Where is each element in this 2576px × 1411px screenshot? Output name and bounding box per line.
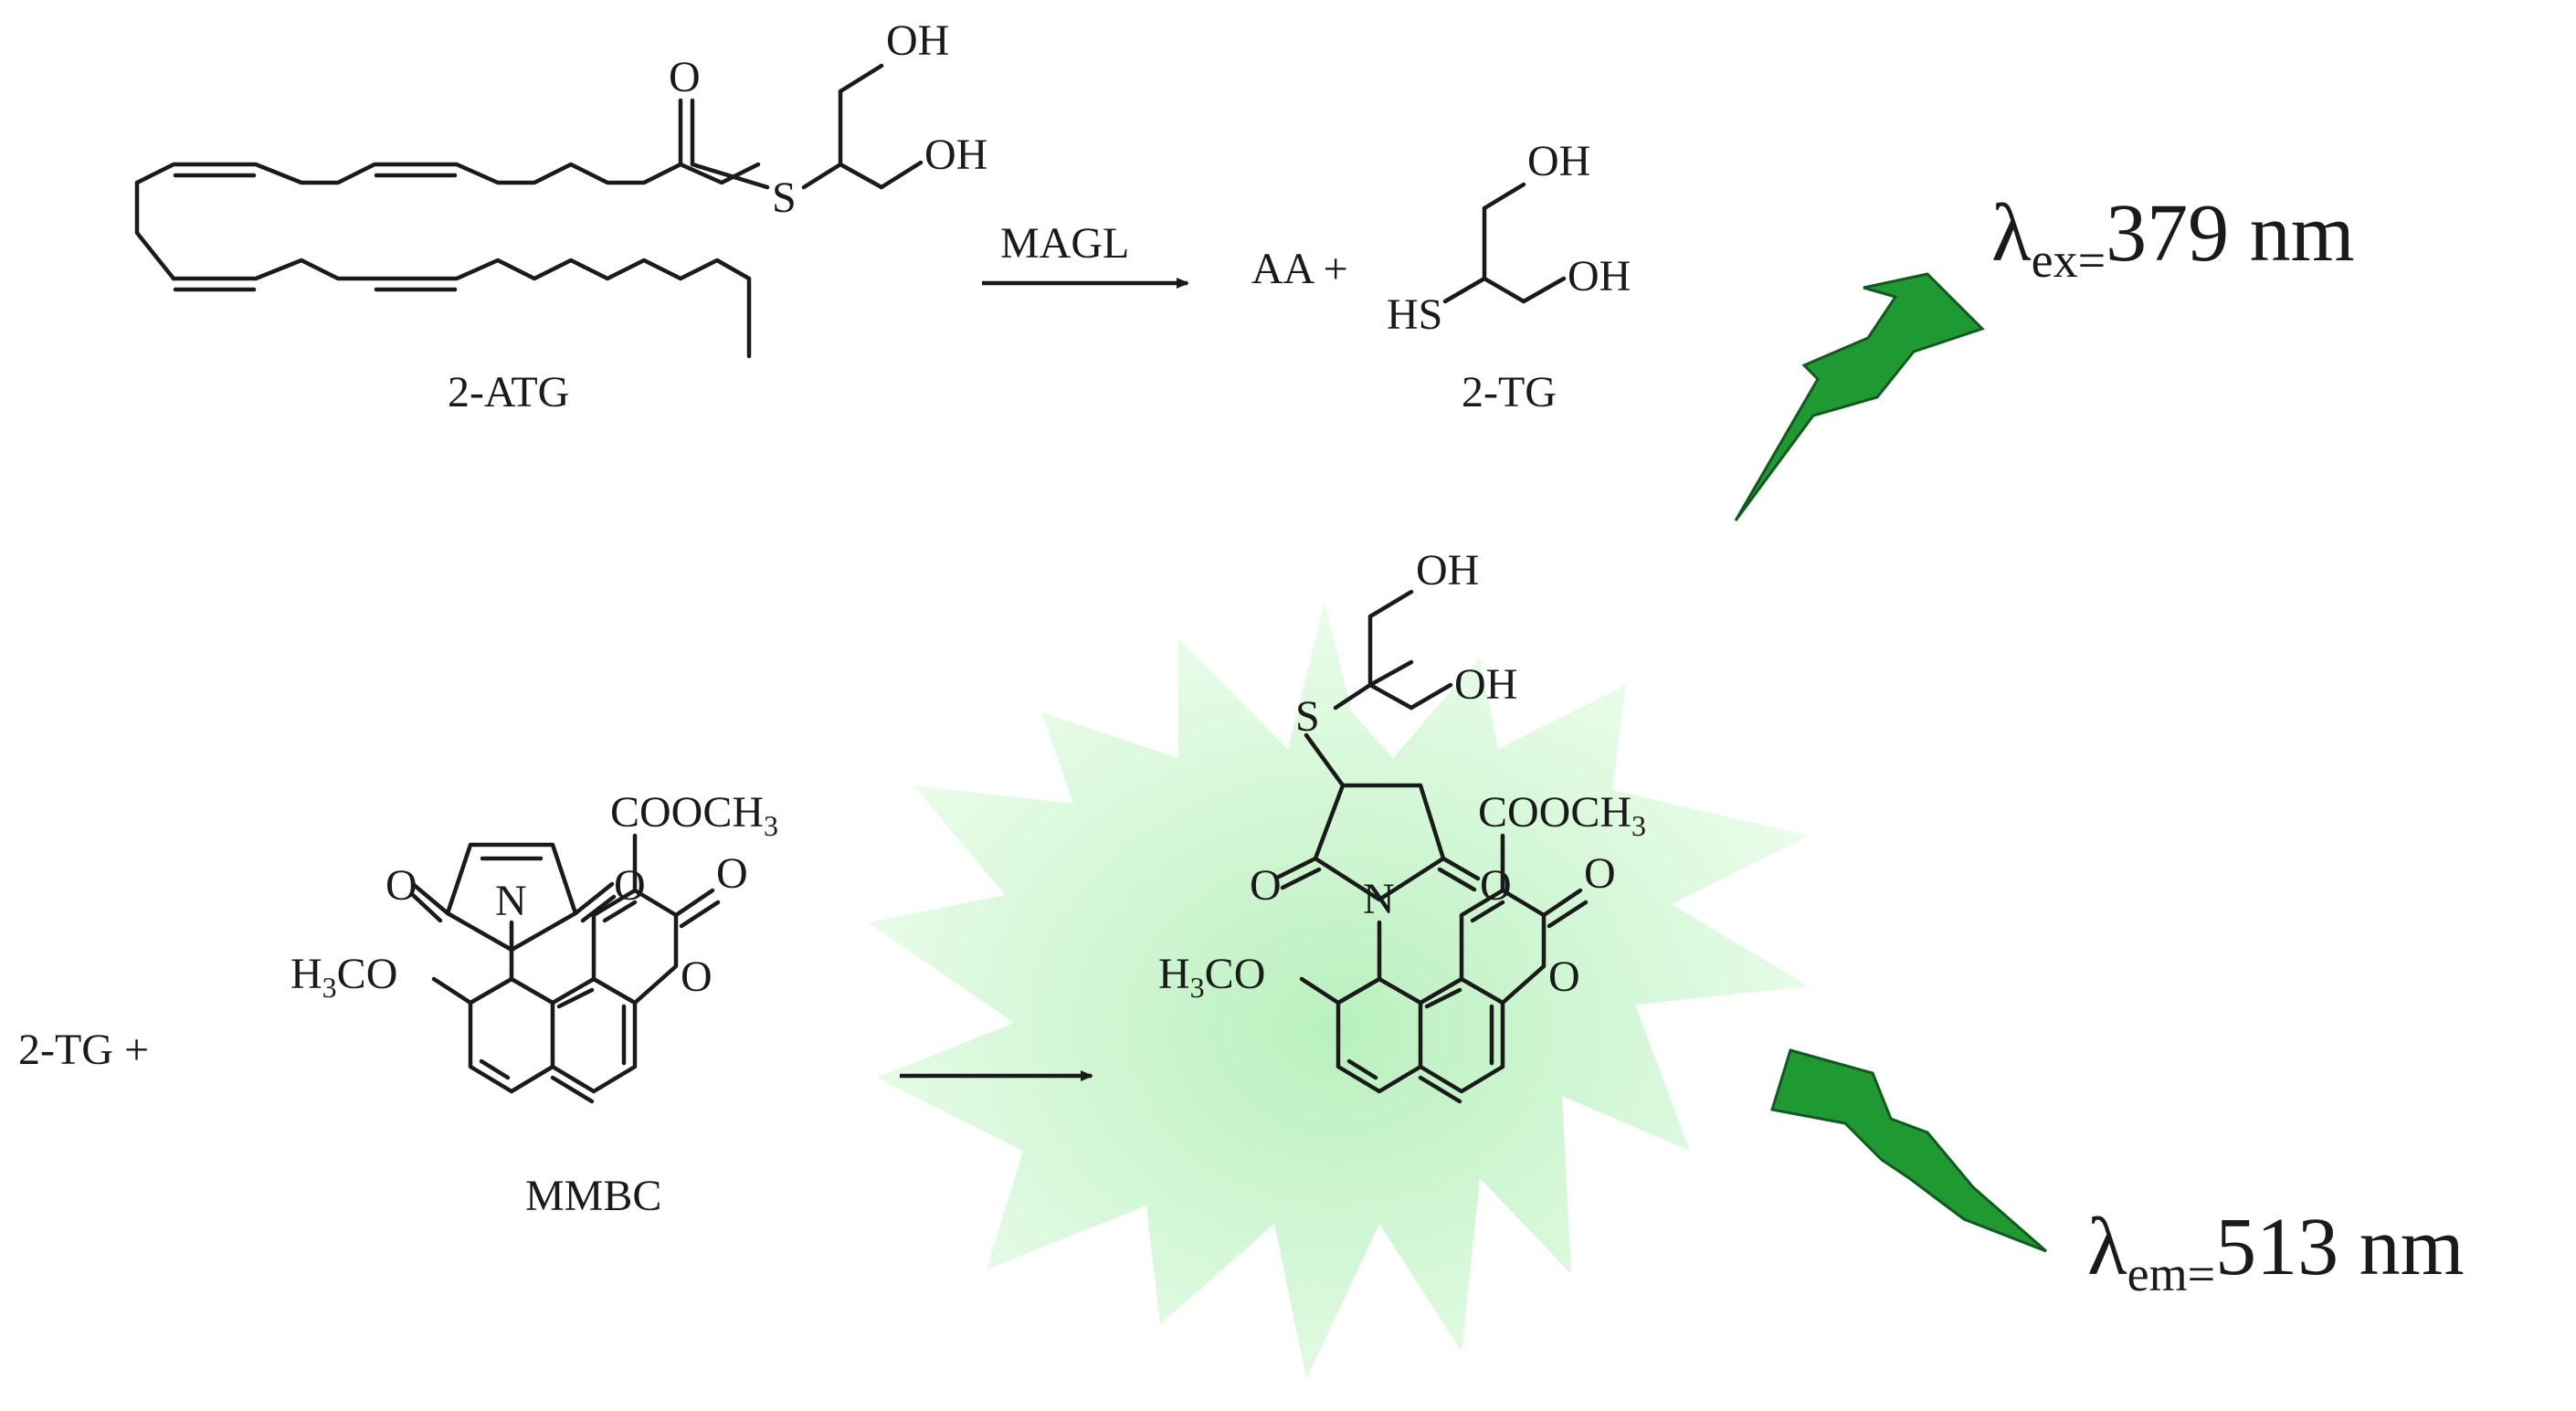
atom-label: N — [1363, 875, 1395, 923]
atom-label: COOCH3 — [610, 788, 778, 842]
excitation-lightning-icon — [1734, 272, 1985, 521]
atom-label: OH — [1568, 252, 1631, 300]
atom-label: O — [1250, 861, 1282, 910]
product-aa-label: AA + — [1251, 245, 1348, 293]
atom-label: O — [669, 53, 701, 101]
atom-label: OH — [1454, 660, 1517, 709]
reactant-2-tg-label: 2-TG + — [18, 1026, 149, 1074]
atom-label: OH — [1416, 546, 1479, 595]
atom-label: O — [716, 849, 748, 898]
compound-label-2-tg: 2-TG — [1462, 368, 1557, 416]
structure-fluorescent-adduct: OH OH S O O N COOCH3 O O H3CO — [1158, 546, 1646, 1104]
structure-2-atg: O S OH OH 2-ATG — [134, 16, 987, 416]
atom-label: O — [385, 861, 417, 910]
atom-label: O — [681, 953, 713, 1001]
atom-label: O — [1584, 849, 1616, 898]
atom-label: OH — [1527, 137, 1590, 185]
structure-2-tg: HS OH OH — [1387, 137, 1631, 339]
compound-label-2-atg: 2-ATG — [448, 368, 569, 416]
emission-label: λem=513 nm — [2087, 1202, 2465, 1301]
atom-label: COOCH3 — [1478, 788, 1646, 842]
atom-label: H3CO — [290, 950, 397, 1004]
atom-label: OH — [924, 131, 987, 179]
atom-label: S — [1295, 692, 1320, 741]
enzyme-label: MAGL — [1000, 219, 1129, 268]
emission-lightning-icon — [1770, 1048, 2047, 1253]
excitation-label: λex=379 nm — [1991, 188, 2355, 288]
atom-label: H3CO — [1158, 950, 1265, 1004]
atom-label: N — [495, 877, 527, 925]
atom-label: S — [772, 174, 797, 222]
compound-label-mmbc: MMBC — [525, 1172, 661, 1220]
atom-label: O — [1548, 953, 1580, 1001]
structure-mmbc: O O N COOCH3 O O H3CO — [290, 788, 778, 1104]
fluorescence-burst — [868, 603, 1809, 1379]
atom-label: OH — [886, 16, 949, 65]
atom-label: HS — [1387, 290, 1442, 339]
